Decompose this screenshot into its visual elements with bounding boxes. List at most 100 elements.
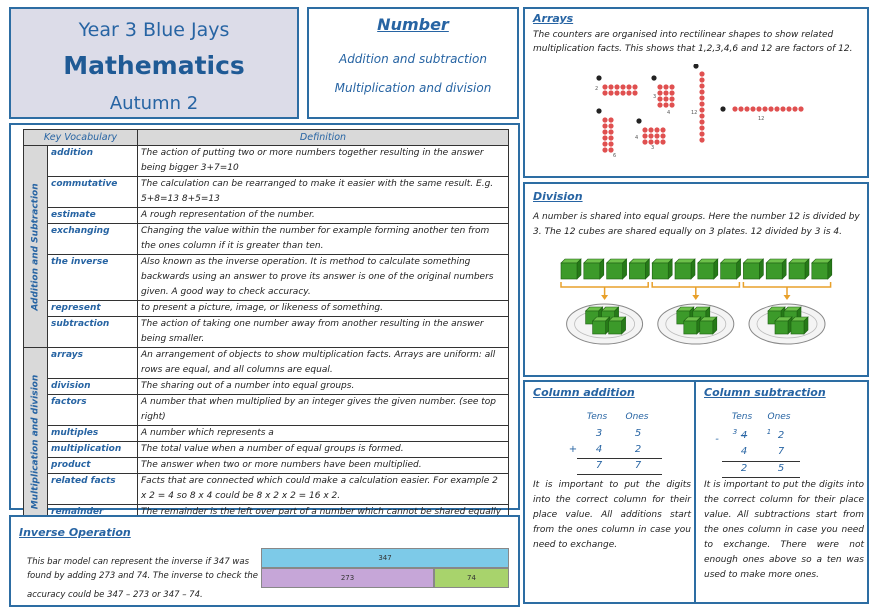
corner-marker [720, 106, 726, 112]
counter [632, 90, 638, 96]
counter [648, 133, 654, 139]
vocab-term: commutative [47, 176, 138, 208]
counter [608, 90, 614, 96]
add-row2-tens: 4 [595, 444, 603, 455]
topic-heading: Number [377, 15, 449, 34]
division-heading: Division [533, 190, 583, 203]
counter [699, 107, 705, 113]
sub-ones-label: Ones [767, 412, 791, 422]
counter [699, 83, 705, 89]
arrays-panel: Arrays The counters are organised into r… [523, 7, 869, 178]
counter [756, 106, 762, 112]
counter [648, 139, 654, 145]
division-panel: Division A number is shared into equal g… [523, 182, 869, 377]
cube-side [576, 258, 582, 280]
group-bracket [560, 282, 649, 288]
cube-side [759, 258, 764, 280]
topic-panel: Number Addition and subtraction Multipli… [307, 7, 519, 119]
cube-side [667, 258, 673, 280]
counter [768, 106, 774, 112]
group-multiplication-division: Multiplication and division [23, 347, 48, 536]
vocab-term: addition [47, 145, 138, 177]
add-line-bottom [577, 474, 662, 475]
definition-header: Definition [137, 129, 509, 146]
vocab-definition: An arrangement of objects to show multip… [137, 347, 509, 379]
counter [669, 84, 675, 90]
add-row1-tens: 3 [595, 428, 603, 439]
counter [732, 106, 738, 112]
counter [699, 113, 705, 119]
array-dimension-label: 4 [635, 135, 638, 141]
counter [608, 123, 614, 129]
counter [699, 89, 705, 95]
counter [660, 127, 666, 133]
counter [626, 90, 632, 96]
vocab-term: exchanging [47, 223, 138, 255]
array-dimension-label: 12 [758, 116, 764, 122]
cube-side [599, 258, 605, 280]
counter [614, 90, 620, 96]
counter [654, 127, 660, 133]
arrays-heading: Arrays [533, 12, 574, 25]
cube-side [713, 258, 719, 280]
vocab-term: multiplication [47, 441, 138, 458]
add-row1-ones: 5 [634, 428, 642, 439]
counter [699, 125, 705, 131]
column-addition-heading: Column addition [533, 386, 635, 399]
cube [683, 320, 698, 335]
counter [602, 147, 608, 153]
column-subtraction-text: It is important to put the digits into t… [704, 480, 864, 580]
counter [657, 84, 663, 90]
vocab-definition: Also known as the inverse operation. It … [137, 254, 509, 301]
cube-side [690, 258, 696, 280]
corner-marker [693, 64, 699, 69]
counter [663, 84, 669, 90]
array-dimension-label: 3 [651, 145, 654, 151]
corner-marker [651, 75, 657, 81]
counter [738, 106, 744, 112]
vocab-term: division [47, 378, 138, 395]
counter [642, 139, 648, 145]
add-row2-ones: 2 [634, 444, 642, 455]
vocab-definition: The sharing out of a number into equal g… [137, 378, 509, 395]
counter [608, 141, 614, 147]
vocab-term: multiples [47, 425, 138, 442]
sub-row2-ones: 7 [777, 446, 785, 457]
sub-row1-ones-exchange: 1 [766, 428, 772, 436]
cube [629, 262, 646, 280]
counter [786, 106, 792, 112]
array-dimension-label: 12 [691, 110, 697, 116]
bar-model-part-273: 273 [261, 568, 434, 588]
inverse-text-line2: found by adding 273 and 74. The inverse … [27, 571, 259, 581]
cube [560, 262, 578, 280]
counter [602, 141, 608, 147]
arrow-head-icon [692, 295, 700, 300]
cube-side [804, 258, 810, 280]
cube [606, 262, 623, 280]
vocab-definition: A number that when multiplied by an inte… [137, 394, 509, 426]
bar-model-total: 347 [261, 548, 509, 568]
counter [642, 133, 648, 139]
counter [669, 90, 675, 96]
subject-title: Mathematics [63, 51, 245, 80]
vocab-definition: The total value when a number of equal g… [137, 441, 509, 458]
counter [780, 106, 786, 112]
counter [602, 129, 608, 135]
counter [620, 84, 626, 90]
cube [674, 262, 692, 280]
inverse-text-line3: accuracy could be 347 – 273 or 347 – 74. [27, 590, 203, 600]
counter [654, 139, 660, 145]
inverse-text-line1: This bar model can represent the inverse… [27, 557, 250, 567]
counter [657, 90, 663, 96]
term-label: Autumn 2 [109, 93, 199, 114]
vocab-term: arrays [47, 347, 138, 379]
